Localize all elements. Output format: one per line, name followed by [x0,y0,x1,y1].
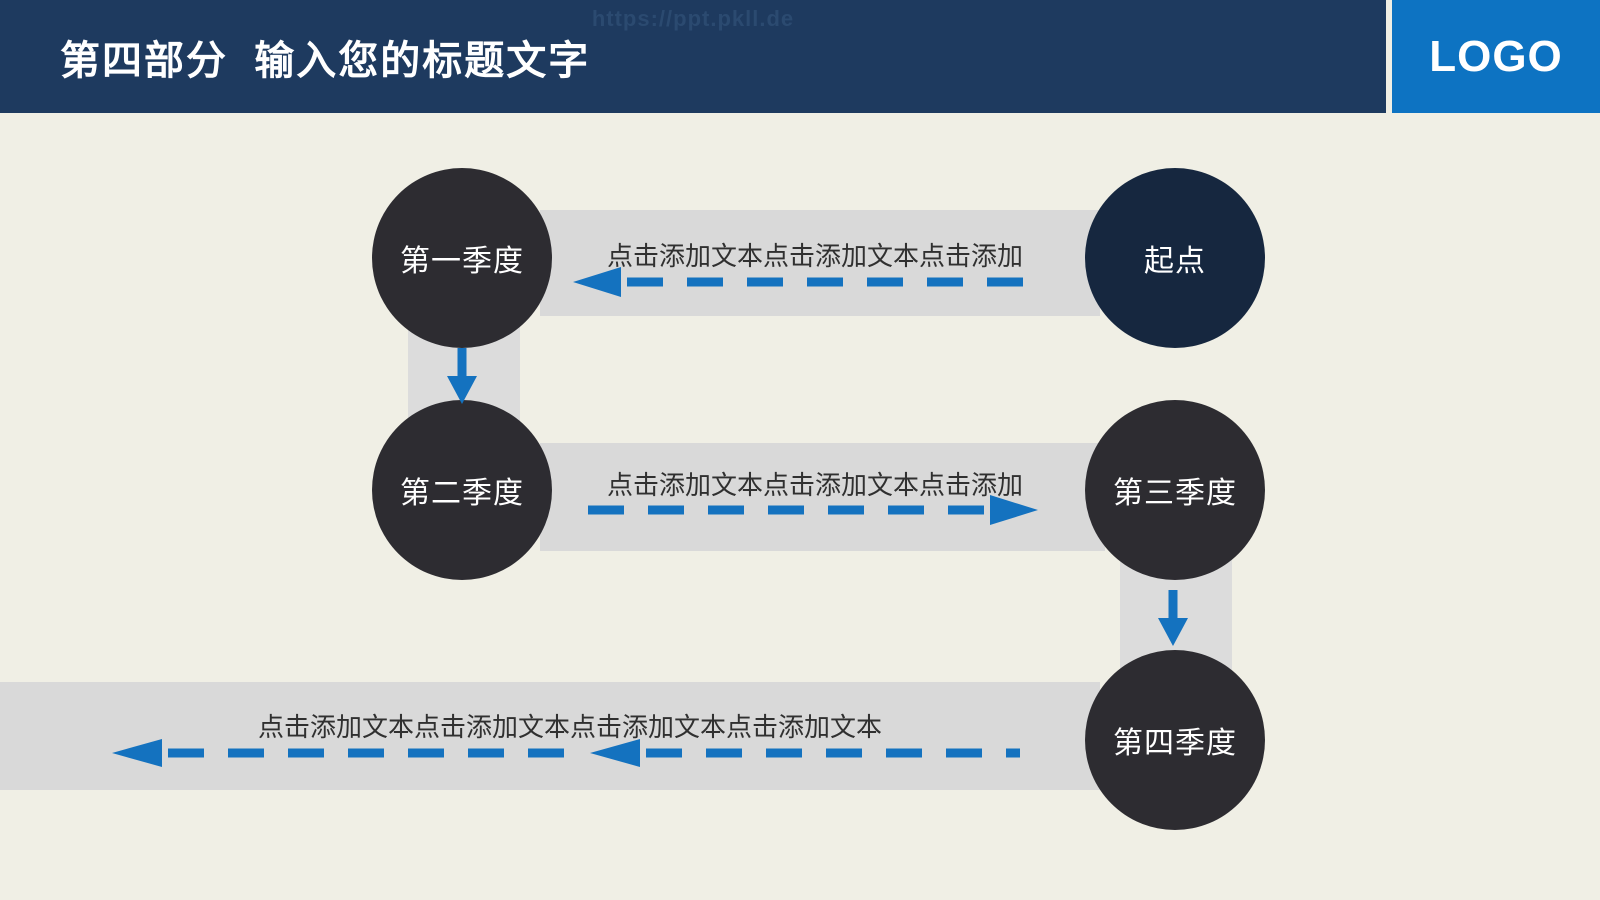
connector-band-row2 [540,443,1105,551]
placeholder-text-row2[interactable]: 点击添加文本点击添加文本点击添加 [606,470,1023,500]
node-start-label: 起点 [1144,245,1206,278]
header-bar: https://ppt.pkll.de 第四部分 输入您的标题文字 [0,0,1386,113]
placeholder-text-row3[interactable]: 点击添加文本点击添加文本点击添加文本点击添加文本 [257,712,882,742]
slide-title: 第四部分 输入您的标题文字 [60,38,591,83]
arrow-down-icon [1158,590,1188,646]
connector-band-row1 [540,210,1100,316]
logo-text: LOGO [1429,31,1563,81]
node-quarter2[interactable]: 第二季度 [372,400,552,580]
connector-band-row3 [0,682,1100,790]
node-quarter3-label: 第三季度 [1113,477,1237,510]
node-start[interactable]: 起点 [1085,168,1265,348]
dashed-arrow-right-icon [588,495,1038,525]
node-quarter2-label: 第二季度 [400,477,524,510]
node-quarter3[interactable]: 第三季度 [1085,400,1265,580]
watermark-url: https://ppt.pkll.de [591,6,795,31]
double-dashed-arrow-left-icon [112,739,1020,767]
dashed-arrow-left-icon [573,267,1025,297]
node-quarter4[interactable]: 第四季度 [1085,650,1265,830]
placeholder-text-row1[interactable]: 点击添加文本点击添加文本点击添加 [606,241,1023,271]
node-quarter1[interactable]: 第一季度 [372,168,552,348]
node-quarter4-label: 第四季度 [1113,727,1237,760]
arrow-down-icon [447,348,477,404]
node-quarter1-label: 第一季度 [400,245,524,278]
logo-box: LOGO [1392,0,1600,113]
